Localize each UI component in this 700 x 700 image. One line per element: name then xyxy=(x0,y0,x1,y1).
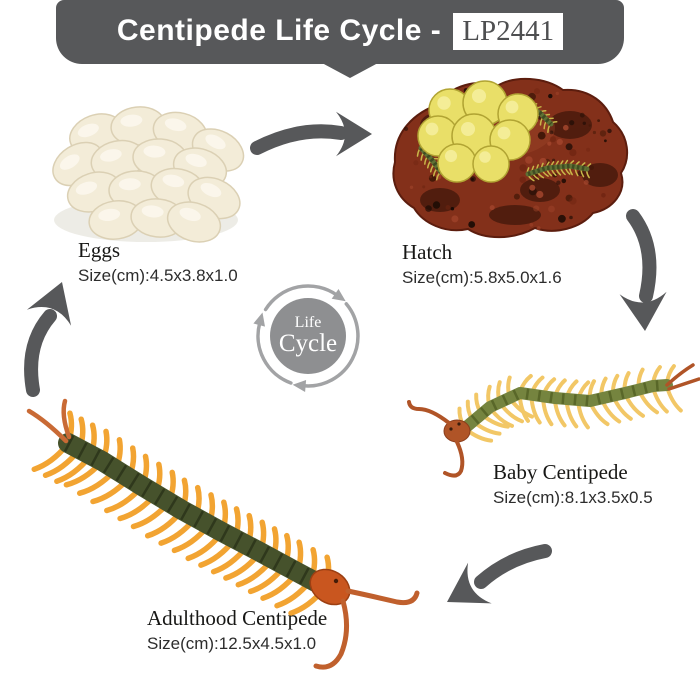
arrow-eggs-to-hatch-icon xyxy=(250,111,372,157)
adulthood-centipede-image xyxy=(26,398,420,670)
life-cycle-ring-icon xyxy=(253,284,360,392)
baby-centipede-image xyxy=(407,363,700,478)
stage-name: Hatch xyxy=(402,240,453,264)
life-cycle-logo: Life Cycle xyxy=(270,298,346,374)
arrow-hatch-to-baby-icon xyxy=(619,209,667,331)
stage-size: Size(cm):5.8x5.0x1.6 xyxy=(402,268,562,288)
life-cycle-logo-line2: Cycle xyxy=(278,329,338,357)
hatch-image xyxy=(392,77,629,239)
title-banner-inner: Centipede Life Cycle - LP2441 xyxy=(116,12,564,50)
arrow-baby-to-adult-icon xyxy=(447,544,552,604)
hatch-eggs xyxy=(417,80,539,183)
stage-size: Size(cm):12.5x4.5x1.0 xyxy=(147,634,317,654)
stage-name: Baby Centipede xyxy=(493,460,628,484)
stage-label-baby-centipede: Baby Centipede Size(cm):8.1x3.5x0.5 xyxy=(493,460,653,508)
stage-name: Eggs xyxy=(78,238,120,262)
stage-size: Size(cm):8.1x3.5x0.5 xyxy=(493,488,653,508)
stage-name: Adulthood Centipede xyxy=(147,606,328,630)
product-code-badge: LP2441 xyxy=(453,12,564,50)
page-title: Centipede Life Cycle - xyxy=(116,14,442,47)
stage-label-hatch: Hatch Size(cm):5.8x5.0x1.6 xyxy=(402,240,562,288)
eggs-image xyxy=(52,106,245,243)
stage-size: Size(cm):4.5x3.8x1.0 xyxy=(78,266,238,286)
arrow-adult-to-eggs-icon xyxy=(24,282,72,397)
hatchling-centipede xyxy=(525,159,592,182)
stage-label-eggs: Eggs Size(cm):4.5x3.8x1.0 xyxy=(78,238,238,286)
stage-label-adulthood-centipede: Adulthood Centipede Size(cm):12.5x4.5x1.… xyxy=(147,606,327,654)
life-cycle-logo-line1: Life xyxy=(294,313,322,331)
title-banner: Centipede Life Cycle - LP2441 xyxy=(56,0,624,64)
